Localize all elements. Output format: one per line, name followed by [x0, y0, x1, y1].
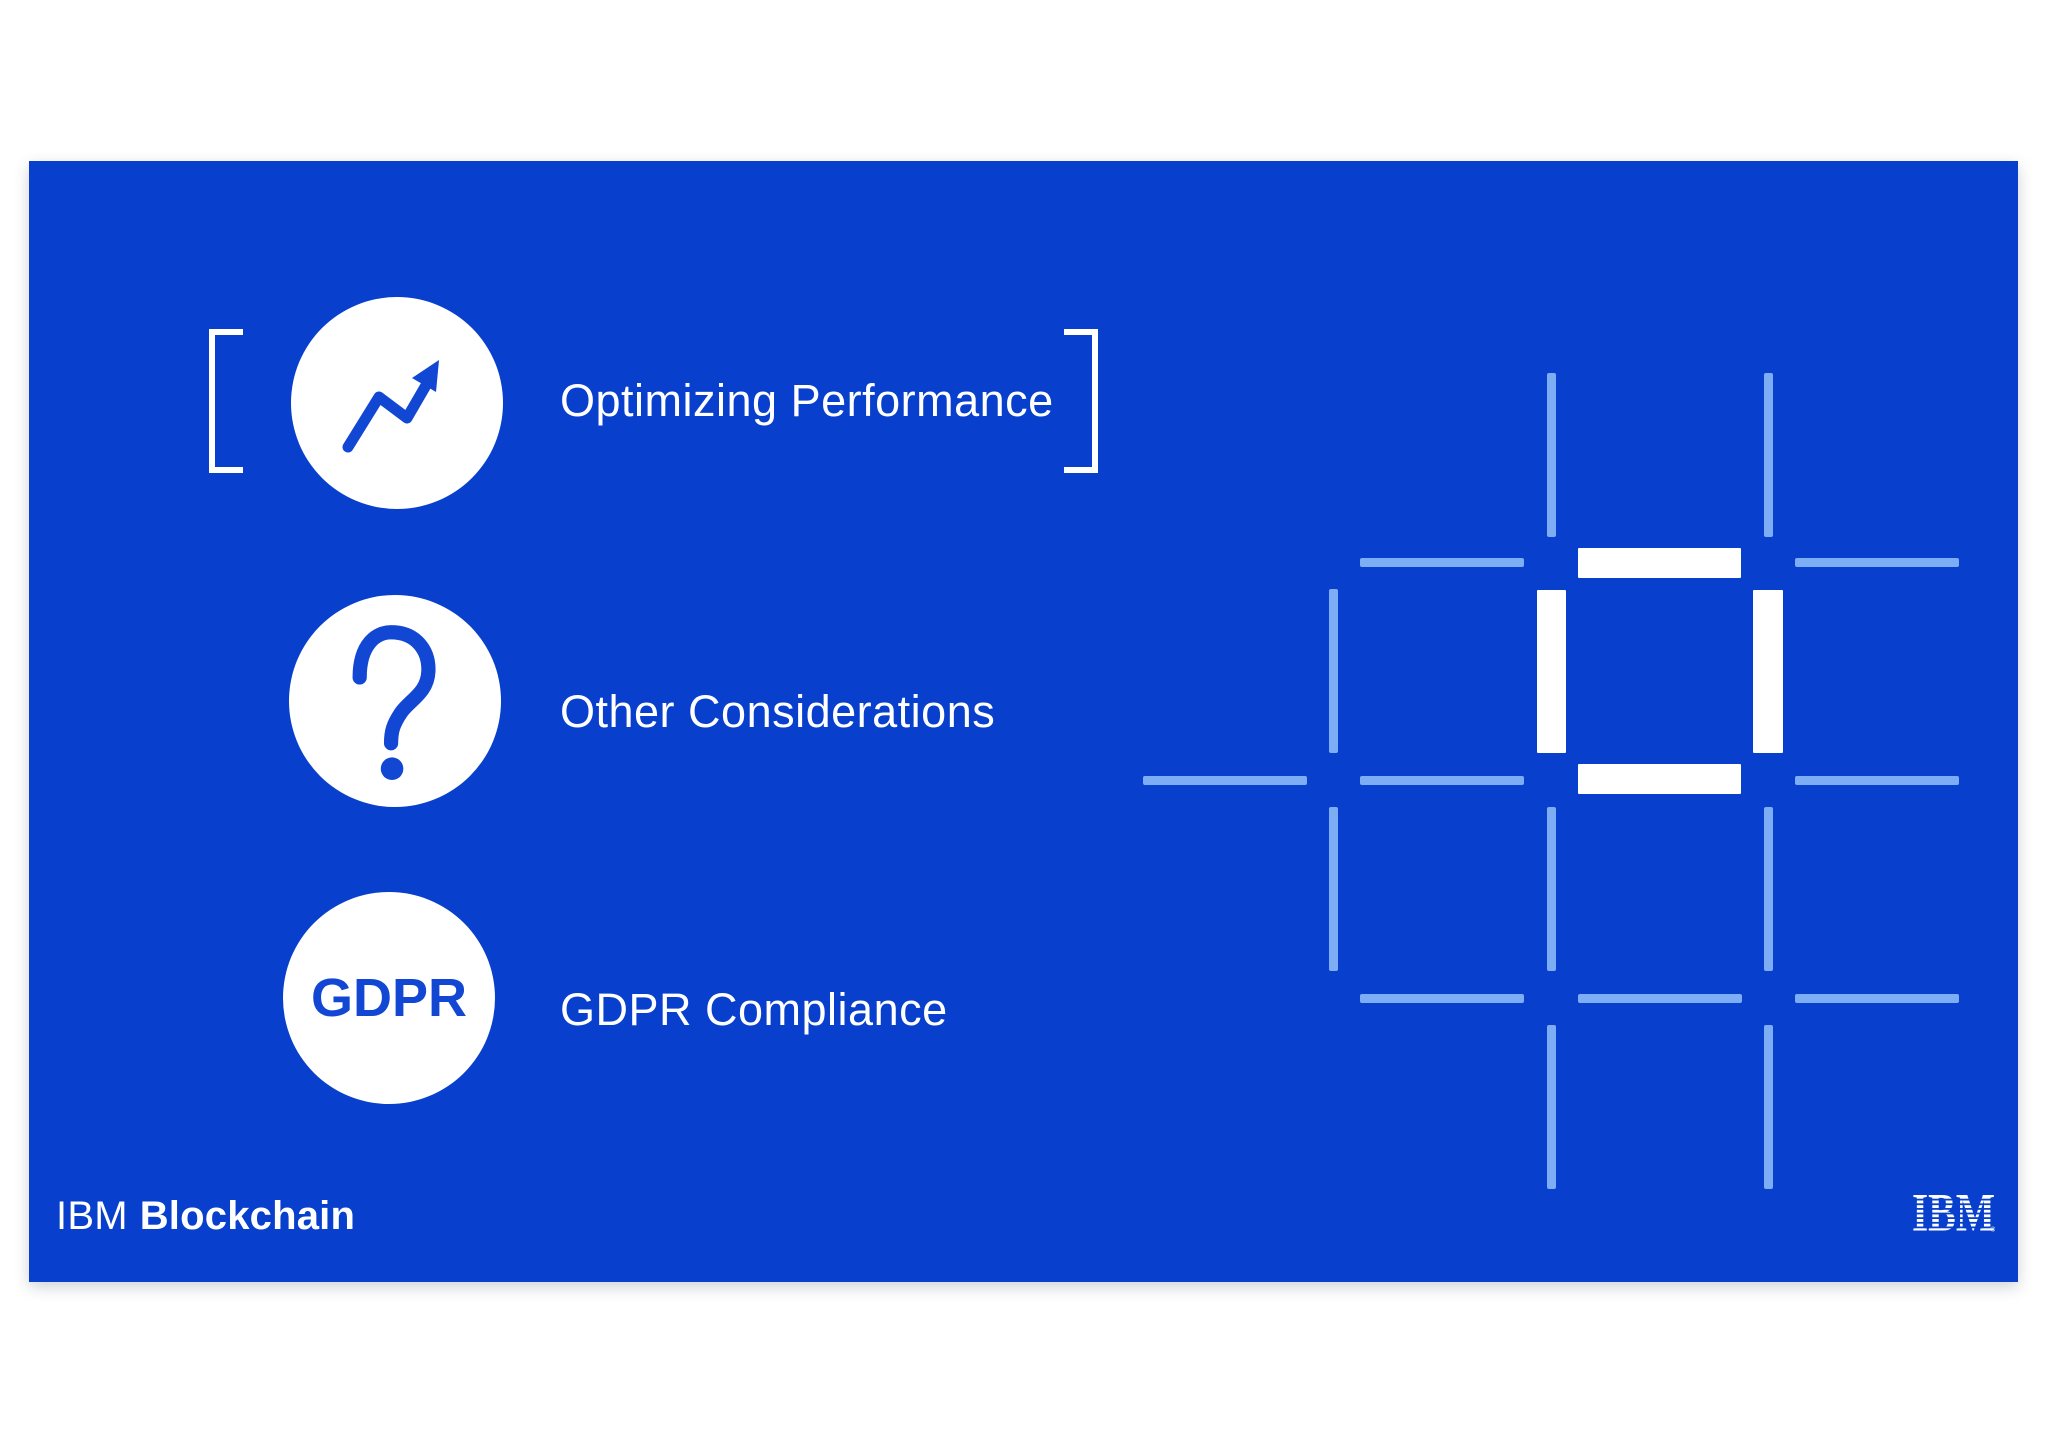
pattern-segment: [1578, 994, 1742, 1003]
gdpr-circle: GDPR: [283, 892, 495, 1104]
pattern-segment: [1360, 558, 1524, 567]
registered-mark: ®: [1991, 1226, 1996, 1233]
item-label-other-considerations: Other Considerations: [560, 686, 996, 737]
pattern-segment: [1795, 994, 1959, 1003]
ibm-logo: IBM ®: [1912, 1195, 1995, 1232]
right-bracket: [1064, 329, 1098, 473]
trend-up-circle: [291, 297, 503, 509]
brand-prefix: IBM: [56, 1193, 128, 1238]
pattern-segment: [1578, 764, 1741, 794]
ibm-logo-stripes: [1912, 1198, 1995, 1229]
pattern-segment: [1547, 807, 1556, 971]
pattern-segment: [1360, 994, 1524, 1003]
question-circle: [289, 595, 501, 807]
pattern-segment: [1795, 776, 1959, 785]
item-label-optimizing-performance: Optimizing Performance: [560, 375, 1054, 426]
pattern-segment: [1547, 1025, 1556, 1189]
pattern-segment: [1753, 590, 1783, 753]
trend-up-icon: [342, 360, 439, 453]
pattern-segment: [1578, 548, 1741, 578]
pattern-segment: [1764, 807, 1773, 971]
pattern-segment: [1143, 776, 1307, 785]
brand-suffix: Blockchain: [139, 1193, 356, 1238]
slide-canvas: Optimizing Performance Other Considerati…: [29, 161, 2018, 1282]
question-mark-icon: [352, 625, 436, 781]
left-bracket: [209, 329, 243, 473]
pattern-segment: [1537, 590, 1566, 753]
pattern-segment: [1764, 373, 1773, 537]
pattern-segment: [1764, 1025, 1773, 1189]
pattern-segment: [1329, 807, 1338, 971]
pattern-segment: [1795, 558, 1959, 567]
gdpr-badge-text: GDPR: [310, 968, 467, 1028]
pattern-segment: [1360, 776, 1524, 785]
pattern-segment: [1547, 373, 1556, 537]
item-label-gdpr-compliance: GDPR Compliance: [560, 984, 948, 1035]
pattern-segment: [1329, 589, 1338, 753]
brand-wordmark: IBM Blockchain: [56, 1191, 355, 1241]
